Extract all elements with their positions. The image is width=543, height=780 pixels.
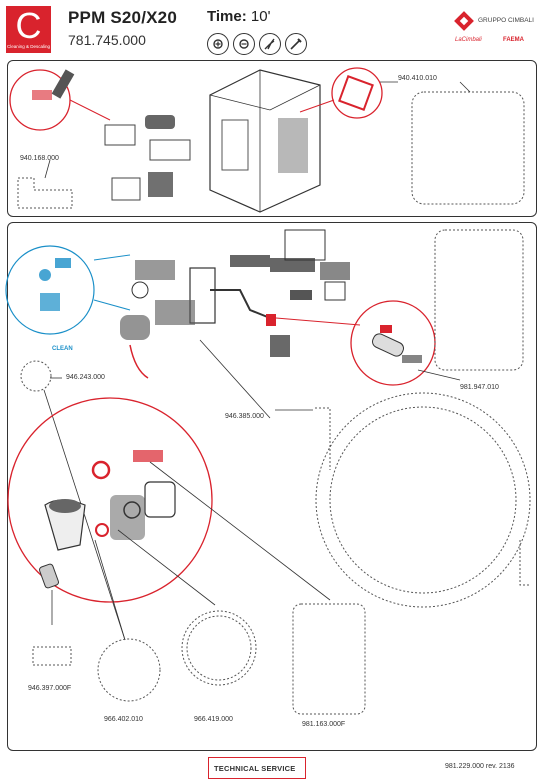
panel-top xyxy=(7,60,537,217)
revision-code: 981.229.000 rev. 2136 xyxy=(445,763,515,770)
time-label: Time: 10' xyxy=(207,8,270,25)
part-label-p9: 981.163.000F xyxy=(302,721,346,728)
part-label-p6: 946.397.000F xyxy=(28,685,72,692)
screwdriver-icon xyxy=(285,33,307,55)
time-caption: Time: xyxy=(207,8,247,25)
brand-faema: FAEMA xyxy=(503,37,524,43)
panel-bottom xyxy=(7,222,537,751)
wrench-minus-icon xyxy=(233,33,255,55)
brand-lacimbali: LaCimbali xyxy=(455,37,482,43)
pliers-icon xyxy=(259,33,281,55)
section-caption: Cleaning & Descaling xyxy=(6,44,51,49)
part-label-p3: 946.243.000 xyxy=(66,374,105,381)
gruppo-cimbali-logo xyxy=(453,10,475,37)
part-label-p7: 966.402.010 xyxy=(104,716,143,723)
part-label-p4: 946.385.000 xyxy=(225,413,264,420)
model-code: 781.745.000 xyxy=(68,32,146,48)
clean-label: CLEAN xyxy=(52,346,73,352)
part-label-p8: 966.419.000 xyxy=(194,716,233,723)
technical-service-box xyxy=(208,757,306,779)
wrench-plus-icon xyxy=(207,33,229,55)
part-label-p2: 940.168.000 xyxy=(20,155,59,162)
section-badge: C Cleaning & Descaling xyxy=(6,6,51,53)
section-letter: C xyxy=(15,5,42,46)
model-title: PPM S20/X20 xyxy=(68,8,177,27)
time-value: 10' xyxy=(250,8,271,25)
technical-service-label: TECHNICAL SERVICE xyxy=(214,764,296,773)
part-label-p1: 940.410.010 xyxy=(398,75,437,82)
part-label-p5: 981.947.010 xyxy=(460,384,499,391)
brand-name: GRUPPO CIMBALI xyxy=(478,17,534,24)
